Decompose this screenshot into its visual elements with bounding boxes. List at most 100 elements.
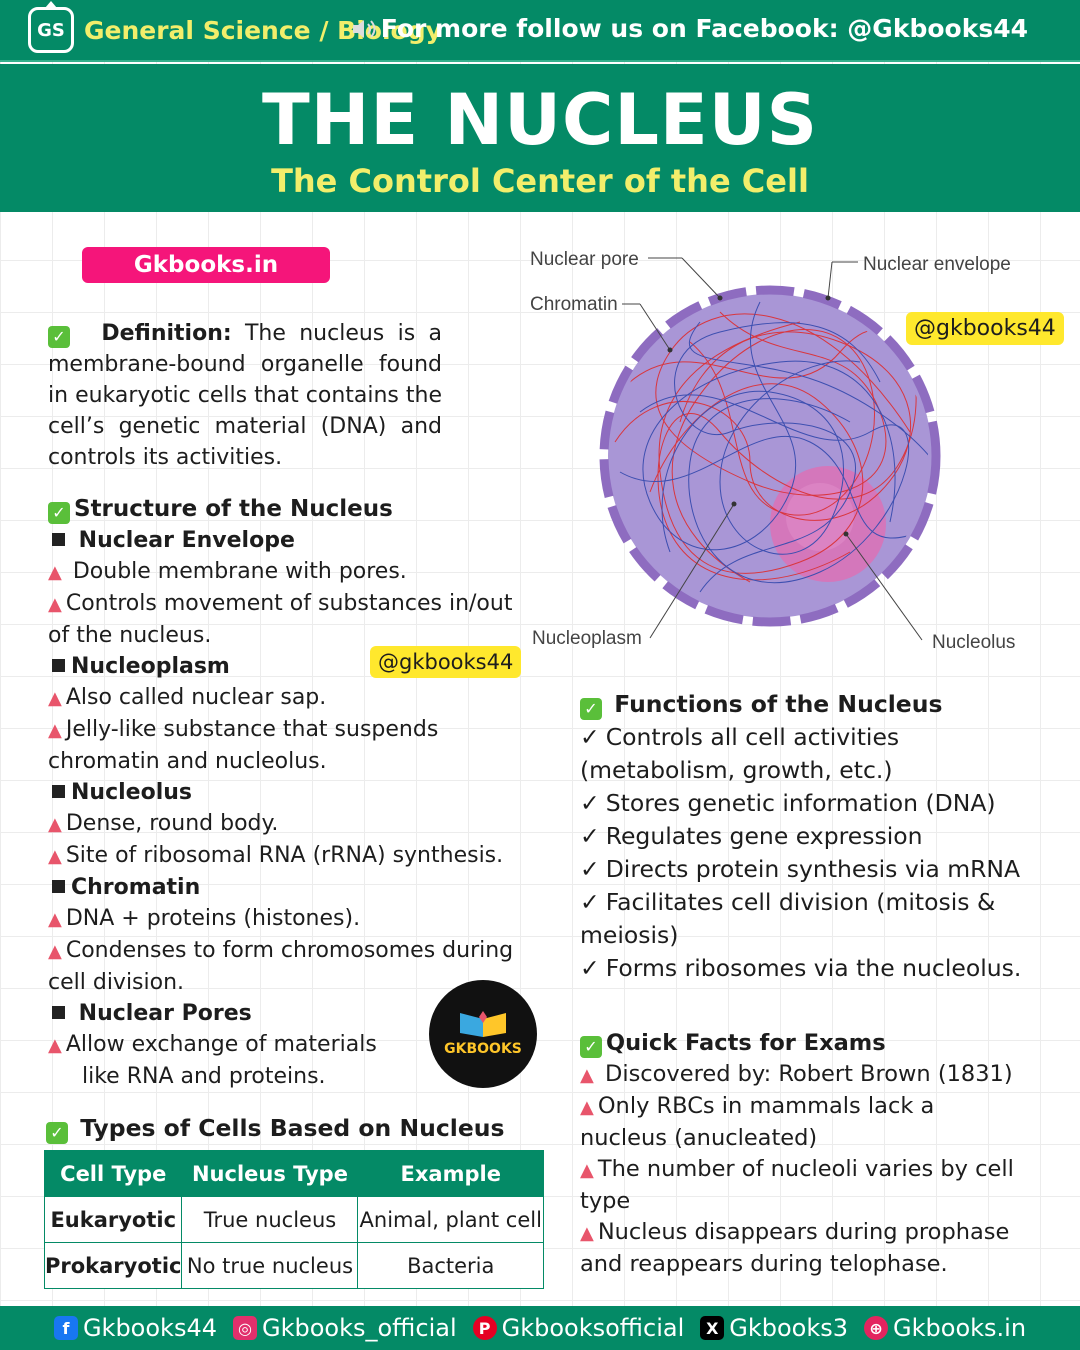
tick-icon: ✓ (580, 789, 600, 817)
handle-tag: @gkbooks44 (906, 312, 1064, 345)
table-cell: True nucleus (181, 1196, 359, 1243)
column-header: Example (357, 1150, 544, 1197)
triangle-bullet-icon: ▲ (580, 1097, 594, 1118)
function-item: Regulates gene expression (605, 822, 923, 850)
tick-icon: ✓ (580, 954, 600, 982)
nuclear-envelope-shape (599, 285, 941, 627)
tick-icon: ✓ (580, 855, 600, 883)
website-link[interactable]: ⊕ Gkbooks.in (864, 1314, 1026, 1342)
globe-icon: ⊕ (864, 1316, 889, 1340)
facts-heading: Quick Facts for Exams (606, 1030, 886, 1056)
part-point: Controls movement of substances in/out o… (48, 591, 513, 648)
facts-section: ✓Quick Facts for Exams ▲ Discovered by: … (580, 1028, 1020, 1280)
triangle-bullet-icon: ▲ (48, 1035, 62, 1056)
cell-types-table: Cell Type Nucleus Type Example Eukaryoti… (43, 1150, 544, 1289)
part-name: Chromatin (71, 875, 201, 900)
x-icon: X (700, 1316, 725, 1340)
functions-section: ✓ Functions of the Nucleus ✓Controls all… (580, 688, 1040, 985)
page-subtitle: The Control Center of the Cell (271, 162, 809, 200)
speaker-icon (352, 19, 376, 38)
table-row: Prokaryotic No true nucleus Bacteria (43, 1242, 544, 1289)
bullet-square-icon (52, 533, 65, 546)
bullet-square-icon (52, 880, 65, 893)
part-point: Condenses to form chromosomes during cel… (48, 938, 514, 995)
table-row: Eukaryotic True nucleus Animal, plant ce… (43, 1196, 544, 1243)
fact-item: Discovered by: Robert Brown (1831) (605, 1061, 1013, 1087)
column-header: Nucleus Type (181, 1150, 359, 1197)
table-header-row: Cell Type Nucleus Type Example (43, 1150, 544, 1197)
table-cell: Bacteria (357, 1242, 544, 1289)
triangle-bullet-icon: ▲ (48, 688, 62, 709)
category-label: General Science / Biology (84, 15, 442, 45)
chromatin-shape (614, 301, 928, 593)
label-chromatin: Chromatin (530, 294, 618, 315)
triangle-bullet-icon: ▲ (48, 941, 62, 962)
structure-section: ✓Structure of the Nucleus Nuclear Envelo… (48, 494, 518, 1092)
structure-heading: Structure of the Nucleus (74, 496, 393, 522)
function-item: Facilitates cell division (mitosis & mei… (580, 888, 996, 949)
tick-icon: ✓ (580, 888, 600, 916)
label-nucleoplasm: Nucleoplasm (532, 628, 642, 649)
checkmark-icon: ✓ (46, 1122, 68, 1144)
definition-text: The nucleus is a membrane-bound organell… (48, 321, 442, 470)
part-name: Nuclear Pores (78, 1001, 252, 1026)
follow-banner: For more follow us on Facebook: @Gkbooks… (351, 14, 1028, 43)
part-name: Nucleoplasm (71, 654, 230, 679)
instagram-link[interactable]: ◎ Gkbooks_official (233, 1314, 457, 1342)
triangle-bullet-icon: ▲ (48, 594, 62, 615)
pinterest-icon: P (472, 1316, 497, 1340)
column-header: Cell Type (43, 1150, 183, 1197)
table-cell: Animal, plant cell (357, 1196, 544, 1243)
x-link[interactable]: X Gkbooks3 (700, 1314, 848, 1342)
part-name: Nucleolus (71, 780, 192, 805)
social-footer: f Gkbooks44 ◎ Gkbooks_official P Gkbooks… (0, 1306, 1080, 1350)
checkmark-icon: ✓ (48, 502, 70, 524)
follow-text: For more follow us on Facebook: @Gkbooks… (380, 14, 1028, 43)
checkmark-icon: ✓ (580, 698, 602, 720)
bullet-square-icon (52, 1006, 65, 1019)
gkbooks-logo-text: GKBOOKS (444, 1041, 522, 1057)
book-icon (460, 1011, 506, 1037)
part-point: like RNA and proteins. (82, 1064, 326, 1089)
pinterest-handle: Gkbooksofficial (501, 1314, 685, 1342)
top-bar: GS General Science / Biology For more fo… (0, 0, 1080, 62)
part-point: Jelly-like substance that suspends chrom… (48, 717, 439, 774)
part-point: Dense, round body. (65, 811, 279, 836)
facebook-icon: f (53, 1316, 78, 1340)
part-point: Also called nuclear sap. (65, 685, 327, 710)
part-point: Double membrane with pores. (72, 559, 407, 584)
tick-icon: ✓ (580, 723, 600, 751)
instagram-handle: Gkbooks_official (262, 1314, 457, 1342)
types-heading: Types of Cells Based on Nucleus (80, 1114, 505, 1142)
tick-icon: ✓ (580, 822, 600, 850)
page-header: THE NUCLEUS The Control Center of the Ce… (0, 64, 1080, 212)
part-point: DNA + proteins (histones). (65, 906, 361, 931)
checkmark-icon: ✓ (48, 326, 70, 348)
bullet-square-icon (52, 659, 65, 672)
triangle-bullet-icon: ▲ (580, 1065, 594, 1086)
label-nuclear-pore: Nuclear pore (530, 249, 639, 270)
table-cell: Prokaryotic (43, 1242, 183, 1289)
triangle-bullet-icon: ▲ (48, 909, 62, 930)
handle-tag: @gkbooks44 (370, 646, 522, 678)
fact-item: Nucleus disappears during prophase and r… (580, 1219, 1010, 1277)
instagram-icon: ◎ (233, 1316, 257, 1340)
fact-item: Only RBCs in mammals lack a nucleus (anu… (580, 1093, 935, 1151)
triangle-bullet-icon: ▲ (48, 846, 62, 867)
pinterest-link[interactable]: P Gkbooksofficial (472, 1314, 685, 1342)
triangle-bullet-icon: ▲ (48, 562, 62, 583)
triangle-bullet-icon: ▲ (580, 1223, 594, 1244)
gkbooks-logo: GKBOOKS (429, 980, 537, 1088)
facebook-handle: Gkbooks44 (82, 1314, 217, 1342)
website-pill[interactable]: Gkbooks.in (82, 247, 330, 283)
facebook-link[interactable]: f Gkbooks44 (53, 1314, 217, 1342)
function-item: Forms ribosomes via the nucleolus. (605, 954, 1022, 982)
part-point: Allow exchange of materials (65, 1032, 377, 1057)
nucleus-diagram: Nuclear pore Nuclear envelope Chromatin … (530, 249, 1015, 653)
triangle-bullet-icon: ▲ (48, 814, 62, 835)
function-item: Controls all cell activities (metabolism… (580, 723, 900, 784)
triangle-bullet-icon: ▲ (48, 720, 62, 741)
function-item: Directs protein synthesis via mRNA (605, 855, 1021, 883)
function-item: Stores genetic information (DNA) (605, 789, 996, 817)
label-nuclear-envelope: Nuclear envelope (863, 254, 1011, 275)
